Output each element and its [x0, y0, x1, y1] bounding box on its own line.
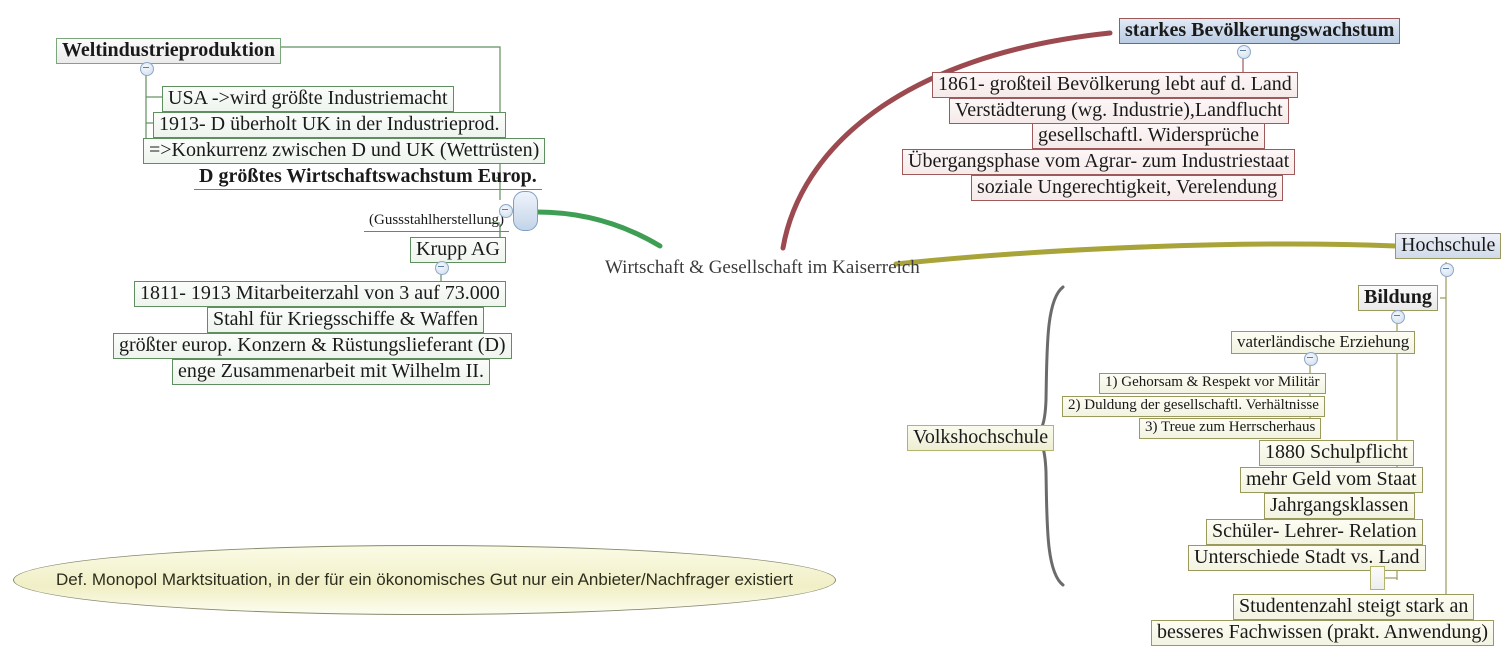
node-bildung-child-0[interactable]: 1880 Schulpflicht	[1259, 440, 1414, 466]
node-volkshochschule[interactable]: Volkshochschule	[907, 425, 1055, 451]
node-population-child-3[interactable]: Übergangsphase vom Agrar- zum Industries…	[902, 149, 1296, 175]
node-industry-child-1[interactable]: 1913- D überholt UK in der Industrieprod…	[153, 112, 506, 138]
collapse-toggle-krupp[interactable]	[435, 261, 449, 275]
node-industry-child-2[interactable]: =>Konkurrenz zwischen D und UK (Wettrüst…	[143, 138, 546, 164]
node-bildung[interactable]: Bildung	[1358, 285, 1438, 311]
node-gussstahlherstellung[interactable]: (Gussstahlherstellung)	[364, 212, 509, 232]
node-population-child-4[interactable]: soziale Ungerechtigkeit, Verelendung	[971, 175, 1284, 201]
node-bildung-child-1[interactable]: mehr Geld vom Staat	[1240, 467, 1423, 493]
note-ellipse-text: Def. Monopol Marktsituation, in der für …	[55, 570, 794, 589]
node-vaterlaendische-erziehung[interactable]: vaterländische Erziehung	[1231, 331, 1416, 354]
node-krupp-child-0[interactable]: 1811- 1913 Mitarbeiterzahl von 3 auf 73.…	[134, 281, 506, 307]
node-krupp-child-3[interactable]: enge Zusammenarbeit mit Wilhelm II.	[172, 359, 490, 385]
node-erziehung-child-0[interactable]: 1) Gehorsam & Respekt vor Militär	[1099, 373, 1326, 394]
node-hochschule-child-0[interactable]: Studentenzahl steigt stark an	[1233, 594, 1475, 620]
collapse-toggle-bildung[interactable]	[1391, 310, 1405, 324]
collapse-toggle-erziehung[interactable]	[1304, 352, 1318, 366]
node-population-child-1[interactable]: Verstädterung (wg. Industrie),Landflucht	[949, 98, 1289, 124]
note-ellipse-monopol[interactable]: Def. Monopol Marktsituation, in der für …	[13, 545, 836, 615]
node-hochschule-child-1[interactable]: besseres Fachwissen (prakt. Anwendung)	[1151, 620, 1495, 646]
collapse-toggle-population[interactable]	[1237, 45, 1251, 59]
node-bevoelkerungswachstum[interactable]: starkes Bevölkerungswachstum	[1119, 18, 1401, 44]
node-krupp-child-2[interactable]: größter europ. Konzern & Rüstungsliefera…	[113, 333, 512, 359]
node-erziehung-child-1[interactable]: 2) Duldung der gesellschaftl. Verhältnis…	[1062, 396, 1325, 417]
node-erziehung-child-2[interactable]: 3) Treue zum Herrscherhaus	[1139, 418, 1322, 439]
collapse-toggle-hochschule[interactable]	[1440, 263, 1454, 277]
node-krupp-child-1[interactable]: Stahl für Kriegsschiffe & Waffen	[207, 307, 484, 333]
node-bildung-child-3[interactable]: Schüler- Lehrer- Relation	[1206, 519, 1423, 545]
node-weltindustrieproduktion[interactable]: Weltindustrieproduktion	[56, 38, 282, 64]
node-industry-highlight[interactable]: D größtes Wirtschaftswachstum Europ.	[194, 165, 542, 190]
node-population-child-0[interactable]: 1861- großteil Bevölkerung lebt auf d. L…	[932, 72, 1298, 98]
node-industry-child-0[interactable]: USA ->wird größte Industriemacht	[162, 86, 454, 112]
collapse-toggle-industry[interactable]	[140, 62, 154, 76]
collapse-toggle-center[interactable]	[499, 204, 513, 218]
node-bildung-child-2[interactable]: Jahrgangsklassen	[1264, 493, 1415, 519]
node-population-child-2[interactable]: gesellschaftl. Widersprüche	[1032, 123, 1265, 149]
center-node[interactable]	[513, 191, 538, 231]
center-title: Wirtschaft & Gesellschaft im Kaiserreich	[605, 257, 920, 278]
node-bildung-child-4[interactable]: Unterschiede Stadt vs. Land	[1188, 545, 1426, 571]
node-krupp-ag[interactable]: Krupp AG	[410, 237, 506, 263]
node-bildung-child-5[interactable]	[1370, 566, 1385, 590]
node-hochschule[interactable]: Hochschule	[1395, 233, 1502, 259]
